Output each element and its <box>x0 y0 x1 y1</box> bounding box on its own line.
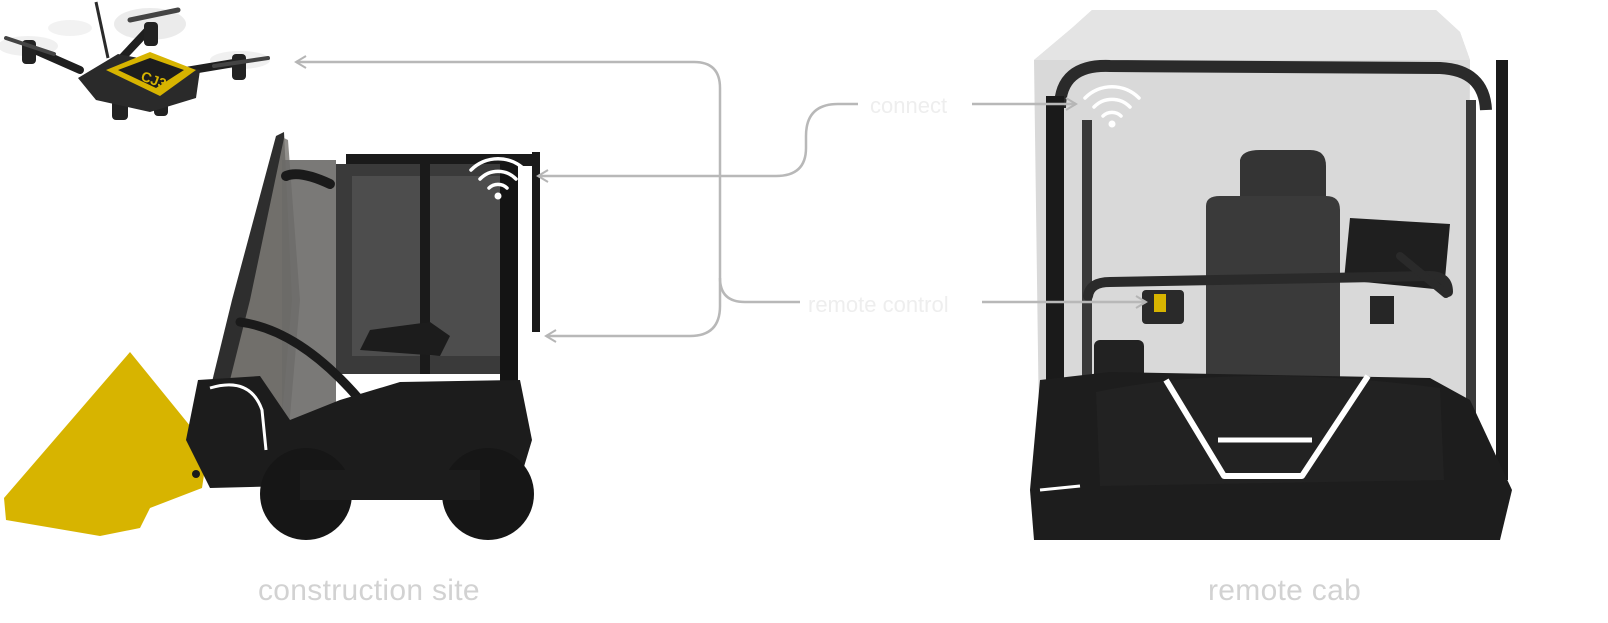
remote-cab-caption: remote cab <box>1208 574 1361 608</box>
connector-connect-left <box>538 104 858 176</box>
compact-loader-illustration <box>4 132 540 540</box>
remote-control-label: remote control <box>808 292 949 318</box>
drone-illustration: CJ3 <box>0 2 270 120</box>
connector-to-loader <box>546 278 720 336</box>
loader-bucket <box>4 352 208 536</box>
construction-site-caption: construction site <box>258 574 480 608</box>
connect-label: connect <box>870 93 947 119</box>
